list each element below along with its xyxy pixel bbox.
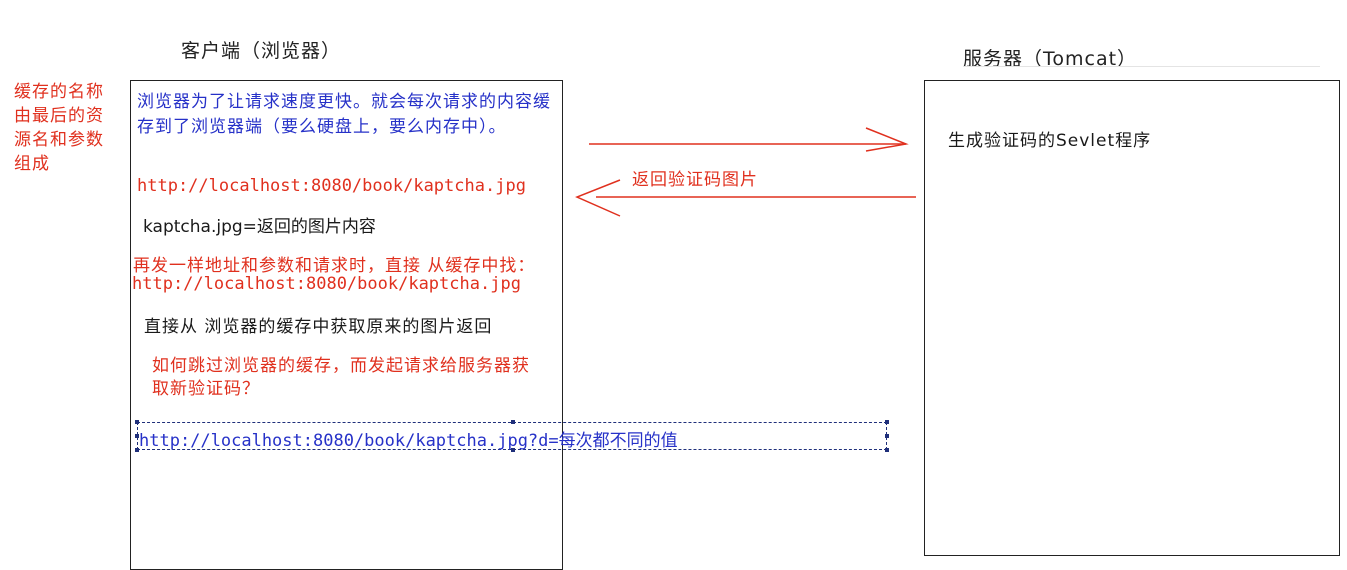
server-box xyxy=(924,80,1340,556)
kaptcha-url-with-param: http://localhost:8080/book/kaptcha.jpg?d… xyxy=(139,431,678,451)
resize-handle[interactable] xyxy=(885,448,889,452)
kaptcha-content-note: kaptcha.jpg=返回的图片内容 xyxy=(143,217,376,237)
request-arrow xyxy=(589,127,909,152)
resize-handle[interactable] xyxy=(511,420,515,424)
browser-cache-explanation: 浏览器为了让请求速度更快。就会每次请求的内容缓存到了浏览器端（要么硬盘上，要么内… xyxy=(137,92,551,137)
return-captcha-label: 返回验证码图片 xyxy=(632,170,758,190)
server-title: 服务器（Tomcat） xyxy=(963,48,1138,70)
selected-text-frame[interactable] xyxy=(135,420,889,452)
resize-handle[interactable] xyxy=(135,448,139,452)
kaptcha-url-first: http://localhost:8080/book/kaptcha.jpg xyxy=(137,176,526,196)
resize-handle[interactable] xyxy=(135,420,139,424)
resize-handle[interactable] xyxy=(885,434,889,438)
repeat-request-note: 再发一样地址和参数和请求时，直接 从缓存中找： xyxy=(133,256,536,276)
resize-handle[interactable] xyxy=(135,434,139,438)
client-title: 客户端（浏览器） xyxy=(181,40,342,62)
skip-cache-question: 如何跳过浏览器的缓存，而发起请求给服务器获取新验证码？ xyxy=(152,356,530,399)
response-arrow xyxy=(575,179,916,217)
client-box xyxy=(130,80,563,570)
server-title-underline xyxy=(963,66,1320,67)
cache-name-note: 缓存的名称由最后的资源名和参数组成 xyxy=(14,82,104,174)
kaptcha-url-cached: http://localhost:8080/book/kaptcha.jpg xyxy=(132,274,521,294)
resize-handle[interactable] xyxy=(511,448,515,452)
resize-handle[interactable] xyxy=(885,420,889,424)
direct-cache-note: 直接从 浏览器的缓存中获取原来的图片返回 xyxy=(144,317,493,337)
server-program-label: 生成验证码的Sevlet程序 xyxy=(948,131,1152,151)
